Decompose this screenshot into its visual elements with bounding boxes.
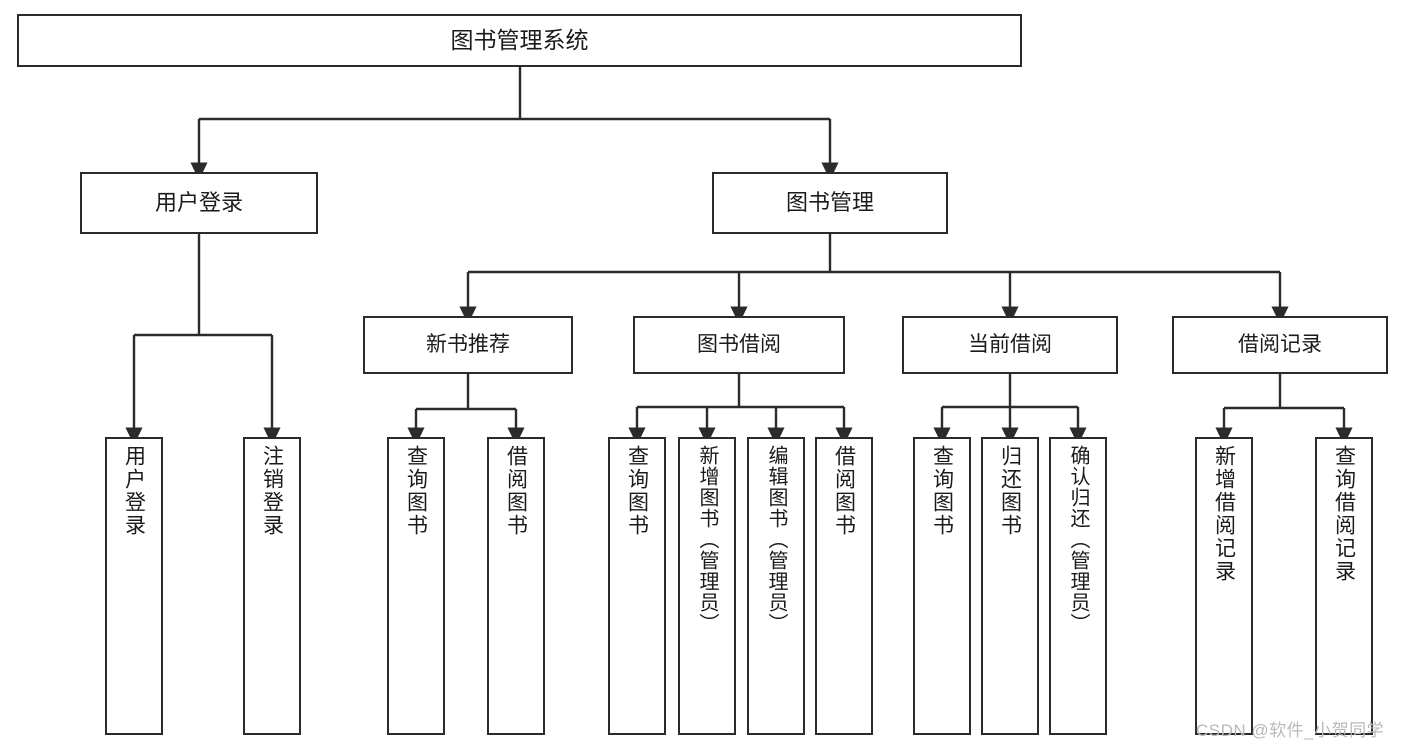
node-leaf-return-book[interactable]: 归还图书 [981, 437, 1039, 735]
node-label: 查询图书 [404, 445, 428, 537]
node-label: 新增图书（管理员） [696, 445, 718, 634]
node-label: 用户登录 [122, 445, 146, 537]
node-leaf-query-book-3[interactable]: 查询图书 [913, 437, 971, 735]
node-leaf-add-borrow-record[interactable]: 新增借阅记录 [1195, 437, 1253, 735]
node-leaf-query-borrow-record[interactable]: 查询借阅记录 [1315, 437, 1373, 735]
watermark-text: CSDN @软件_小贺同学 [1196, 721, 1385, 740]
node-label: 图书借阅 [697, 333, 781, 357]
node-leaf-user-login[interactable]: 用户登录 [105, 437, 163, 735]
node-label: 编辑图书（管理员） [765, 445, 787, 634]
node-leaf-borrow-book-1[interactable]: 借阅图书 [487, 437, 545, 735]
node-book-manage[interactable]: 图书管理 [712, 172, 948, 234]
node-leaf-query-book-1[interactable]: 查询图书 [387, 437, 445, 735]
node-leaf-borrow-book-2[interactable]: 借阅图书 [815, 437, 873, 735]
node-label: 注销登录 [260, 445, 284, 537]
edge-group [125, 67, 1353, 446]
node-label: 用户登录 [154, 189, 243, 215]
node-label: 借阅图书 [832, 445, 856, 537]
node-user-login[interactable]: 用户登录 [80, 172, 318, 234]
node-book-borrow[interactable]: 图书借阅 [633, 316, 845, 374]
node-label: 图书管理系统 [450, 26, 589, 53]
node-label: 借阅图书 [504, 445, 528, 537]
node-leaf-add-book-admin[interactable]: 新增图书（管理员） [678, 437, 736, 735]
node-label: 归还图书 [998, 445, 1022, 537]
node-borrow-record[interactable]: 借阅记录 [1172, 316, 1388, 374]
node-label: 查询图书 [625, 445, 649, 537]
node-leaf-logout[interactable]: 注销登录 [243, 437, 301, 735]
node-label: 新书推荐 [426, 333, 510, 357]
node-label: 图书管理 [785, 189, 874, 215]
node-label: 新增借阅记录 [1212, 445, 1236, 583]
node-label: 当前借阅 [968, 333, 1052, 357]
node-new-book-recommend[interactable]: 新书推荐 [363, 316, 573, 374]
node-label: 借阅记录 [1238, 333, 1322, 357]
node-leaf-confirm-return-admin[interactable]: 确认归还（管理员） [1049, 437, 1107, 735]
node-current-borrow[interactable]: 当前借阅 [902, 316, 1118, 374]
node-leaf-query-book-2[interactable]: 查询图书 [608, 437, 666, 735]
node-label: 确认归还（管理员） [1067, 445, 1089, 634]
node-label: 查询借阅记录 [1332, 445, 1356, 583]
node-leaf-edit-book-admin[interactable]: 编辑图书（管理员） [747, 437, 805, 735]
node-label: 查询图书 [930, 445, 954, 537]
node-root[interactable]: 图书管理系统 [17, 14, 1022, 67]
